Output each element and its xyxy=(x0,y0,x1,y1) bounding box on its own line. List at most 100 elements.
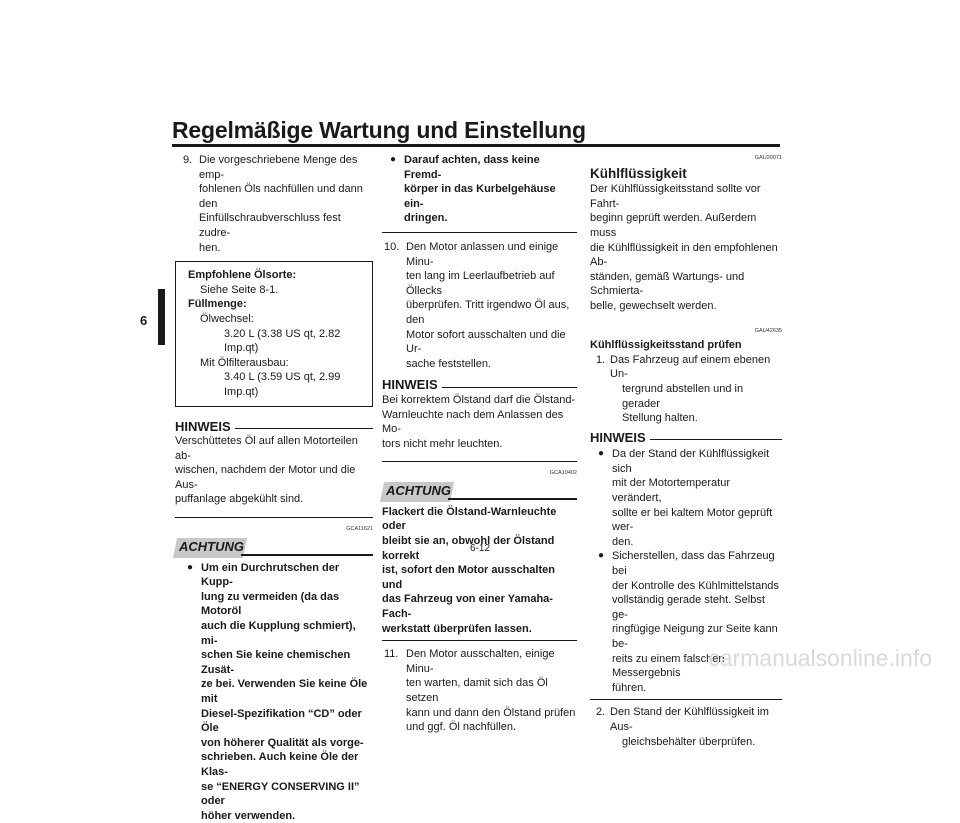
oil-spec-box: Empfohlene Ölsorte: Siehe Seite 8-1. Fül… xyxy=(175,261,373,407)
bullet-icon: ● xyxy=(598,448,605,460)
text-line: mit der Motortemperatur verändert, xyxy=(612,477,730,505)
text-line: hen. xyxy=(199,241,221,254)
text-line: Den Stand der Kühlflüssigkeit im Aus- xyxy=(610,706,769,733)
text-line: Sicherstellen, dass das Fahrzeug bei xyxy=(612,550,775,578)
text-line: ten warten, damit sich das Öl setzen xyxy=(406,677,548,704)
bullet-icon: ● xyxy=(598,550,605,562)
header-rule xyxy=(649,439,782,441)
column-1: 9. Die vorgeschriebene Menge des emp- fo… xyxy=(172,153,373,823)
text-line: sollte er bei kaltem Motor geprüft wer- xyxy=(612,506,773,534)
text-line: Bei korrektem Ölstand darf die Ölstand- xyxy=(382,393,576,406)
text-line: se “ENERGY CONSERVING II” oder xyxy=(201,780,360,808)
achtung-label: ACHTUNG xyxy=(179,538,244,554)
hinweis-label: HINWEIS xyxy=(382,377,438,393)
box-value: 3.40 L (3.59 US qt, 2.99 Imp.qt) xyxy=(224,371,341,398)
text-line: Verschüttetes Öl auf allen Motorteilen a… xyxy=(175,435,358,462)
section-end-rule xyxy=(175,517,373,519)
text-line: beginn geprüft werden. Außerdem muss xyxy=(590,212,757,239)
achtung-rule xyxy=(241,553,373,556)
text-line: bleibt sie an, obwohl der Ölstand korrek… xyxy=(382,535,555,562)
step-number: 2. xyxy=(596,706,606,719)
hinweis-label: HINWEIS xyxy=(590,429,646,445)
text-line: kann und dann den Ölstand prüfen xyxy=(406,706,576,719)
step-number: 10. xyxy=(384,240,400,253)
section-end-rule xyxy=(590,699,782,701)
box-label: Empfohlene Ölsorte: xyxy=(188,269,297,282)
step-9: 9. Die vorgeschriebene Menge des emp- fo… xyxy=(175,153,373,255)
text-line: Die vorgeschriebene Menge des emp- xyxy=(199,154,358,181)
text-line: Motor sofort ausschalten und die Ur- xyxy=(406,328,566,356)
text-line: Das Fahrzeug auf einem ebenen Un- xyxy=(610,353,771,381)
text-line: ist, sofort den Motor ausschalten und xyxy=(382,564,555,591)
step-11: 11. Den Motor ausschalten, einige Minu- … xyxy=(382,647,577,735)
text-line: fohlenen Öls nachfüllen und dann den xyxy=(199,183,363,210)
text-line: lung zu vermeiden (da das Motoröl xyxy=(201,590,340,618)
text-line: Stellung halten. xyxy=(622,412,698,425)
text-line: puffanlage abgekühlt sind. xyxy=(175,493,304,506)
header-rule xyxy=(234,428,373,430)
text-line: überprüfen. Tritt irgendwo Öl aus, den xyxy=(406,299,570,326)
text-line: tors nicht mehr leuchten. xyxy=(382,437,503,450)
header-rule xyxy=(441,387,577,389)
hinweis-header: HINWEIS xyxy=(382,378,577,393)
section-end-rule xyxy=(382,461,577,463)
text-line: schen Sie keine chemischen Zusät- xyxy=(201,649,351,676)
box-label: Füllmenge: xyxy=(188,298,247,311)
column-2: ● Darauf achten, dass keine Fremd- körpe… xyxy=(379,153,577,735)
step-number: 1. xyxy=(596,353,606,366)
box-value: 3.20 L (3.38 US qt, 2.82 Imp.qt) xyxy=(224,327,341,355)
achtung-text: Flackert die Ölstand-Warnleuchte oder bl… xyxy=(382,505,577,636)
text-line: reits zu einem falschen Messergebnis xyxy=(612,652,725,680)
achtung-rule xyxy=(448,497,577,500)
step-1: 1. Das Fahrzeug auf einem ebenen Un- ter… xyxy=(590,353,782,426)
achtung-header: ACHTUNG xyxy=(172,537,373,558)
text-line: ze bei. Verwenden Sie keine Öle mit xyxy=(201,678,368,705)
intro-text: Der Kühlflüssigkeitsstand sollte vor Fah… xyxy=(590,182,782,313)
text-line: ringfügige Neigung zur Seite kann be- xyxy=(612,623,778,650)
text-line: der Kontrolle des Kühlmittelstands xyxy=(612,579,779,592)
hinweis-label: HINWEIS xyxy=(175,418,231,434)
achtung-bullet: ● Um ein Durchrutschen der Kupp- lung zu… xyxy=(187,561,373,823)
chapter-marker xyxy=(158,289,165,345)
step-number: 11. xyxy=(384,648,399,661)
reference-code: GCA10402 xyxy=(549,470,577,477)
reference-code: GCA11621 xyxy=(346,526,373,533)
box-sublabel: Mit Ölfilterausbau: xyxy=(200,356,289,369)
text-line: Einfüllschraubverschluss fest zudre- xyxy=(199,212,341,239)
box-sublabel: Ölwechsel: xyxy=(200,312,254,325)
box-value: Siehe Seite 8-1. xyxy=(200,283,279,296)
page-title: Regelmäßige Wartung und Einstellung xyxy=(172,117,586,143)
hinweis-bullet: ● Da der Stand der Kühlflüssigkeit sich … xyxy=(598,447,782,549)
hinweis-header: HINWEIS xyxy=(590,429,782,446)
text-line: Darauf achten, dass keine Fremd- xyxy=(404,154,540,181)
section-heading: Kühlflüssigkeit xyxy=(590,165,687,181)
step-2: 2. Den Stand der Kühlflüssigkeit im Aus-… xyxy=(590,705,782,749)
hinweis-text: Verschüttetes Öl auf allen Motorteilen a… xyxy=(175,434,373,507)
hinweis-text: Bei korrektem Ölstand darf die Ölstand- … xyxy=(382,393,577,451)
achtung-header: ACHTUNG xyxy=(379,481,577,502)
text-line: Warnleuchte nach dem Anlassen des Mo- xyxy=(382,408,564,436)
text-line: belle, gewechselt werden. xyxy=(590,299,717,312)
text-line: auch die Kupplung schmiert), mi- xyxy=(201,620,356,647)
step-10: 10. Den Motor anlassen und einige Minu- … xyxy=(382,240,577,371)
section-end-rule xyxy=(382,640,577,642)
chapter-number: 6 xyxy=(140,313,148,328)
text-line: tergrund abstellen und in gerader xyxy=(622,382,744,410)
text-line: vollständig gerade steht. Selbst ge- xyxy=(612,594,765,621)
column-3: GAU20071 Kühlflüssigkeit Der Kühlflüssig… xyxy=(590,151,782,749)
hinweis-header: HINWEIS xyxy=(175,418,373,435)
reference-code: GAU42635 xyxy=(754,327,782,334)
sub-heading: Kühlflüssigkeitsstand prüfen xyxy=(590,339,742,352)
text-line: dringen. xyxy=(404,212,448,225)
text-line: körper in das Kurbelgehäuse ein- xyxy=(404,183,556,210)
step-number: 9. xyxy=(183,154,193,166)
text-line: die Kühlflüssigkeit in den empfohlenen A… xyxy=(590,241,778,269)
text-line: ten lang im Leerlaufbetrieb auf Öllecks xyxy=(406,270,555,297)
text-line: Flackert die Ölstand-Warnleuchte oder xyxy=(382,505,557,533)
section-end-rule xyxy=(382,231,577,233)
text-line: den. xyxy=(612,535,634,548)
bullet-icon: ● xyxy=(390,154,397,165)
title-rule xyxy=(172,144,780,147)
text-line: Um ein Durchrutschen der Kupp- xyxy=(201,561,340,589)
page-number: 6-12 xyxy=(469,543,490,554)
